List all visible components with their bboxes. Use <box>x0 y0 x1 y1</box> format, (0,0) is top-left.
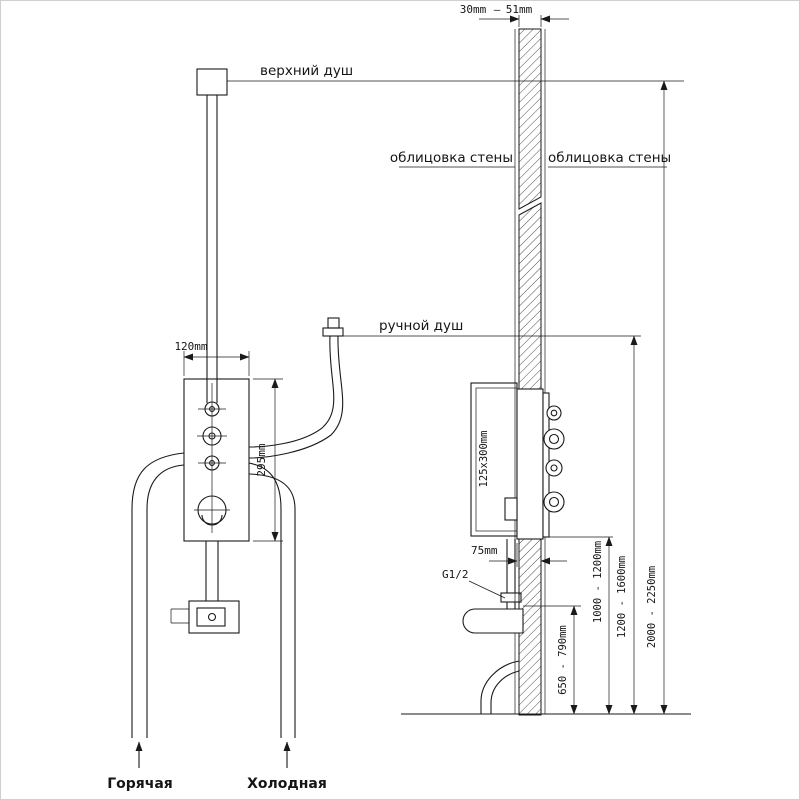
panel-width-value: 120mm <box>174 340 207 353</box>
niche-size-value: 125x300mm <box>478 431 490 488</box>
overhead-height-value: 2000 - 2250mm <box>646 566 658 648</box>
knob-2 <box>197 426 227 446</box>
height-dimensions: 650 - 790mm 1000 - 1200mm 1200 - 1600mm … <box>557 80 668 715</box>
shower-hose-inner <box>248 335 344 459</box>
overhead-height-dimension: 2000 - 2250mm <box>646 80 668 715</box>
panel-width-dimension: 120mm <box>174 340 250 376</box>
knob-1 <box>198 401 226 417</box>
wall-hatch-upper <box>518 28 542 210</box>
panel-height-dimension: 295mm <box>253 378 283 542</box>
hand-shower-label: ручной душ <box>379 318 463 334</box>
depth-value: 75mm <box>471 544 498 557</box>
hose-connector <box>322 317 344 337</box>
wall-thickness-max: 51mm <box>506 3 533 16</box>
shower-hose-outer <box>248 335 335 448</box>
hot-supply-pipe <box>131 452 185 738</box>
unit-connection-detail <box>504 497 518 521</box>
hand-shower-height-dimension: 1200 - 1600mm <box>616 335 638 715</box>
wall-thickness-dimension: 30mm — 51mm <box>460 3 569 27</box>
hot-water-label: Горячая <box>107 776 173 792</box>
cold-supply-pipe <box>248 462 296 738</box>
spout-height-value: 650 - 790mm <box>557 625 569 695</box>
side-view: 125x300mm 75mm G1/2 <box>442 382 567 714</box>
mixer-height-value: 1000 - 1200mm <box>592 541 604 623</box>
cladding-callouts: облицовка стены облицовка стены <box>390 150 671 168</box>
side-knobs <box>543 405 565 513</box>
thread-label: G1/2 <box>442 568 469 581</box>
wall-thickness-dash: — <box>494 3 501 16</box>
cold-water-label: Холодная <box>247 776 327 792</box>
front-view: 120mm 295mm <box>107 68 344 792</box>
cladding-right-label: облицовка стены <box>548 150 671 166</box>
knob-3 <box>198 455 226 471</box>
datum-lines <box>227 80 691 715</box>
wall-bracket <box>480 660 520 714</box>
temperature-knob <box>194 495 230 526</box>
overhead-shower-label: верхний душ <box>260 63 353 79</box>
hand-shower-height-value: 1200 - 1600mm <box>616 556 628 638</box>
depth-dimension: 75mm <box>471 543 567 567</box>
spout-height-dimension: 650 - 790mm <box>557 605 578 715</box>
spout-front <box>170 541 240 634</box>
mixer-panel <box>183 378 250 542</box>
wall-thickness-min: 30mm <box>460 3 487 16</box>
mixer-unit-body <box>516 388 544 540</box>
shower-head <box>196 68 228 96</box>
panel-height-value: 295mm <box>255 443 268 476</box>
thread-leader-line <box>468 580 506 599</box>
cladding-left-label: облицовка стены <box>390 150 513 166</box>
mixer-height-dimension: 1000 - 1200mm <box>592 536 613 715</box>
spout-side <box>462 539 524 634</box>
